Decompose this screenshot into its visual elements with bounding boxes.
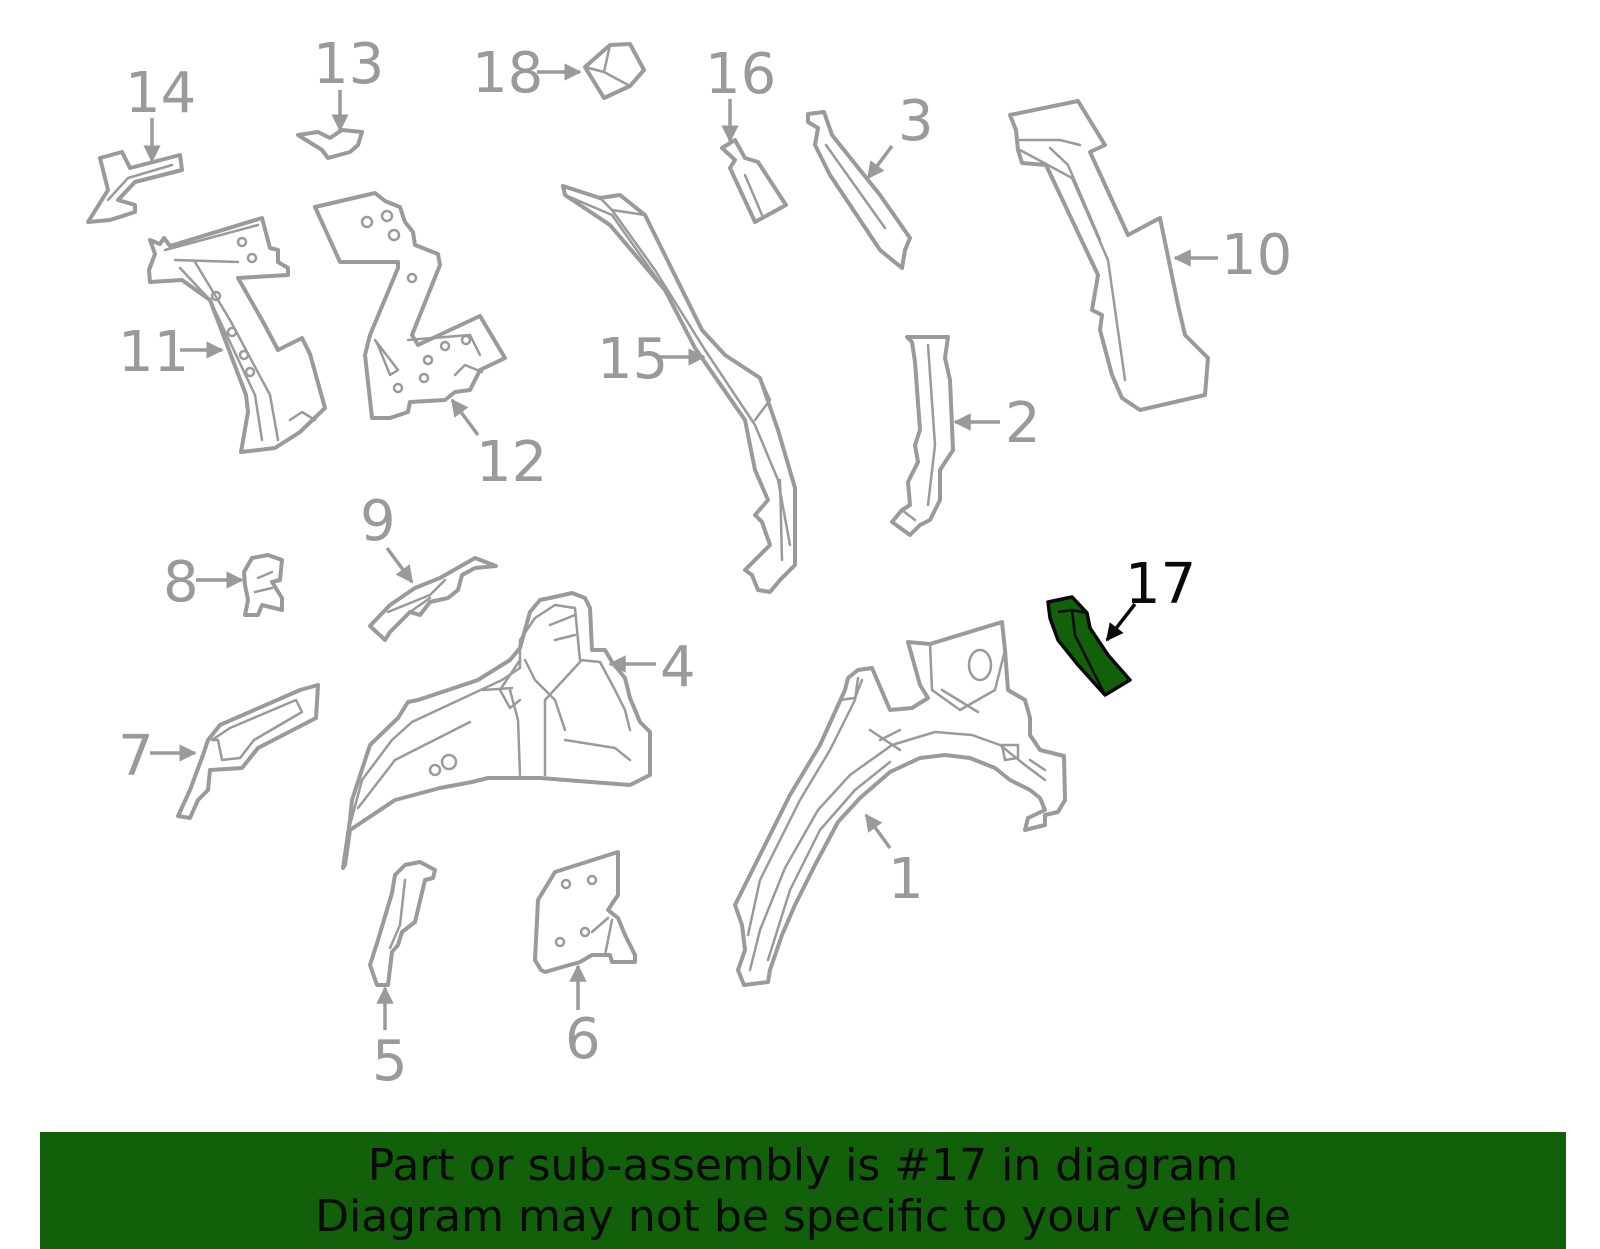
part-6-shape[interactable] (533, 850, 637, 974)
part-16-shape[interactable] (720, 138, 788, 224)
callout-14: 14 (125, 61, 196, 126)
callout-10: 10 (1221, 223, 1292, 288)
part-3-shape[interactable] (806, 110, 912, 270)
part-8-shape[interactable] (242, 553, 284, 617)
callout-5: 5 (372, 1029, 408, 1094)
callout-4: 4 (660, 635, 696, 700)
callout-12: 12 (476, 430, 547, 495)
callout-9: 9 (360, 489, 396, 554)
part-18-shape[interactable] (583, 42, 646, 100)
callout-13: 13 (313, 32, 384, 97)
callout-7: 7 (118, 724, 154, 789)
part-13-shape[interactable] (296, 128, 364, 160)
part-4-shape[interactable] (341, 591, 652, 870)
callout-16: 16 (705, 42, 776, 107)
part-7-shape[interactable] (176, 683, 320, 820)
part-17-shape[interactable] (1046, 595, 1132, 697)
part-5-shape[interactable] (368, 860, 437, 987)
part-14-shape[interactable] (86, 150, 184, 224)
callout-18: 18 (472, 41, 543, 106)
part-1-shape[interactable] (733, 620, 1067, 987)
part-9-shape[interactable] (368, 556, 498, 642)
callout-1: 1 (888, 847, 924, 912)
callout-3: 3 (898, 89, 934, 154)
banner-line-1: Part or sub-assembly is #17 in diagram (367, 1140, 1239, 1191)
callout-17: 17 (1125, 552, 1196, 617)
callout-6: 6 (565, 1007, 601, 1072)
part-10-shape[interactable] (1008, 99, 1210, 412)
banner-line-2: Diagram may not be specific to your vehi… (315, 1191, 1291, 1242)
part-12-shape[interactable] (313, 191, 507, 420)
info-banner: Part or sub-assembly is #17 in diagram D… (40, 1132, 1566, 1249)
callout-2: 2 (1005, 391, 1041, 456)
part-2-shape[interactable] (890, 335, 955, 537)
callout-15: 15 (597, 327, 668, 392)
callout-8: 8 (163, 550, 199, 615)
leader-arrows (143, 63, 1218, 1030)
callout-11: 11 (118, 320, 189, 385)
part-11-shape[interactable] (147, 216, 327, 454)
leader-arrow-17 (1105, 602, 1137, 642)
